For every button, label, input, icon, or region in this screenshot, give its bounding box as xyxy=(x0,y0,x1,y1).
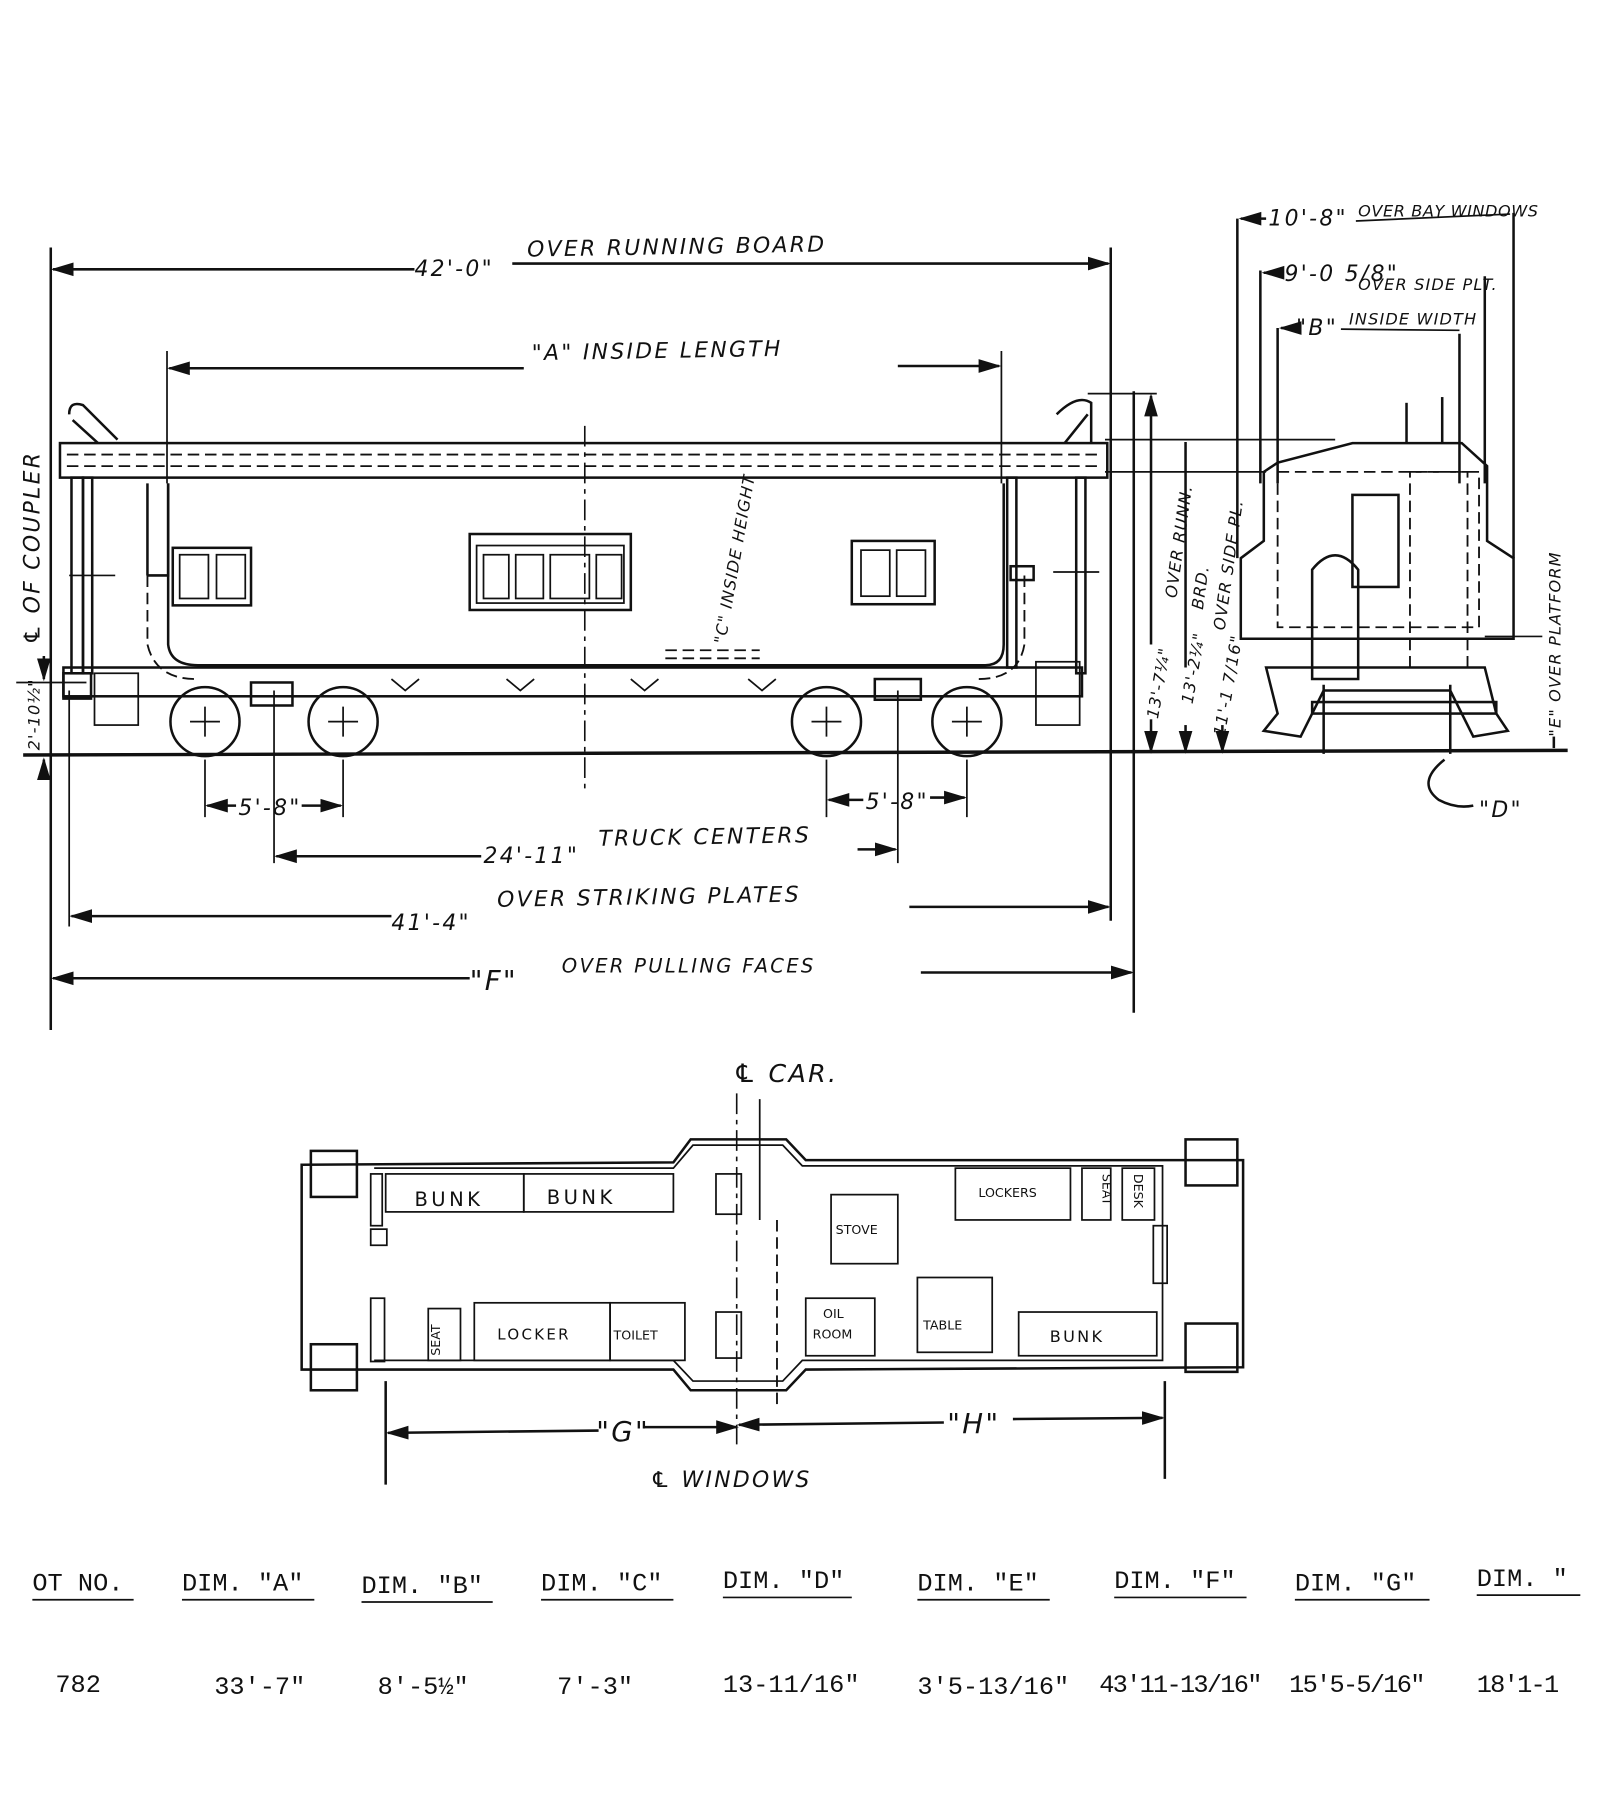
cell-dim-d: 13-11/16" xyxy=(723,1671,860,1700)
side-plate-label: OVER SIDE PLT. xyxy=(1358,275,1498,294)
room-toilet: TOILET xyxy=(613,1328,658,1343)
room-table: TABLE xyxy=(922,1317,962,1332)
side-window-left xyxy=(171,546,253,607)
height-side-plate-value: 11'-1 7/16" xyxy=(1210,633,1246,737)
striking-plates-value: 41'-4" xyxy=(391,911,471,936)
header-dim-e: DIM. "E" xyxy=(917,1570,1038,1599)
room-oil-room: ROOM xyxy=(813,1326,853,1341)
height-2-label: BRD. xyxy=(1188,564,1213,611)
cell-dim-a: 33'-7" xyxy=(214,1673,305,1702)
cell-lot-no: 782 xyxy=(55,1671,101,1700)
room-bunk-1: BUNK xyxy=(414,1188,483,1211)
platform-label: "E" OVER PLATFORM xyxy=(1546,551,1565,736)
dim-d-label: "D" xyxy=(1479,798,1523,823)
dim-truck-centers: 24'-11" TRUCK CENTERS xyxy=(274,823,898,869)
header-dim-g: DIM. "G" xyxy=(1295,1570,1416,1599)
bay-window xyxy=(468,532,633,612)
cell-dim-g: 15'5-5/16" xyxy=(1289,1671,1424,1700)
striking-plates-label: OVER STRIKING PLATES xyxy=(497,883,801,913)
dim-pulling-faces: "F" OVER PULLING FACES xyxy=(50,955,1134,997)
windows-centerline-label: ℄ WINDOWS xyxy=(650,1468,811,1493)
inside-width-label: INSIDE WIDTH xyxy=(1349,310,1477,329)
room-desk: DESK xyxy=(1131,1174,1146,1209)
caboose-body xyxy=(58,398,1109,726)
wheelbase-left-value: 5'-8" xyxy=(238,796,301,821)
cell-dim-e: 3'5-13/16" xyxy=(917,1673,1069,1702)
dim-a-label: "A" INSIDE LENGTH xyxy=(532,337,783,366)
dim-running-board-label: OVER RUNNING BOARD xyxy=(527,232,827,262)
dim-running-board-value: 42'-0" xyxy=(414,257,494,282)
header-dim-h: DIM. " xyxy=(1477,1565,1568,1594)
truck-left xyxy=(169,685,379,758)
room-bunk-3: BUNK xyxy=(1050,1327,1105,1346)
truck-centers-label: TRUCK CENTERS xyxy=(598,823,811,852)
pulling-faces-value: "F" xyxy=(470,964,518,997)
height-running-board-value: 13'-7¼" xyxy=(1143,646,1174,720)
height-dims: 13'-7¼" OVER RUNN. 13'-2¼" BRD. 11'-1 7/… xyxy=(1087,392,1336,754)
dim-c-label: "C" INSIDE HEIGHT xyxy=(710,473,759,645)
dim-wheelbase-right: 5'-8" xyxy=(826,790,967,815)
truck-centers-value: 24'-11" xyxy=(484,844,580,869)
dim-g-label: "G" xyxy=(596,1415,650,1448)
room-seat-bottom: SEAT xyxy=(428,1324,443,1356)
room-seat-top: SEAT xyxy=(1100,1174,1115,1206)
table-row: 782 33'-7" 8'-5½" 7'-3" 13-11/16" 3'5-13… xyxy=(55,1671,1559,1702)
room-bunk-2: BUNK xyxy=(547,1186,616,1209)
coupler-centerline-label: ℄ OF COUPLER xyxy=(20,451,45,645)
end-elevation: 10'-8" OVER BAY WINDOWS 9'-0 5/8" OVER S… xyxy=(1236,201,1565,823)
cell-dim-f: 43'11-13/16" xyxy=(1099,1671,1260,1700)
header-lot-no: OT NO. xyxy=(32,1570,123,1599)
room-locker-bottom: LOCKER xyxy=(497,1326,570,1344)
floor-plan: ℄ CAR. BUNK BUNK STOVE LOCKERS SEAT DESK… xyxy=(300,1059,1245,1493)
header-dim-b: DIM. "B" xyxy=(362,1572,483,1601)
side-plate-dim: 9'-0 5/8" xyxy=(1285,262,1400,287)
rail-line xyxy=(23,748,1568,757)
side-elevation: 42'-0" OVER RUNNING BOARD "A" INSIDE LEN… xyxy=(16,232,1568,1031)
dim-wheelbase-left: 5'-8" xyxy=(205,796,344,821)
bay-windows-dim: 10'-8" xyxy=(1268,207,1348,232)
dimension-table: OT NO. DIM. "A" DIM. "B" DIM. "C" DIM. "… xyxy=(32,1565,1581,1702)
pulling-faces-label: OVER PULLING FACES xyxy=(562,955,816,978)
header-dim-f: DIM. "F" xyxy=(1114,1567,1235,1596)
header-dim-a: DIM. "A" xyxy=(182,1570,303,1599)
cell-dim-b: 8'-5½" xyxy=(378,1673,469,1702)
side-window-right xyxy=(850,539,936,606)
room-stove: STOVE xyxy=(836,1222,878,1237)
header-dim-d: DIM. "D" xyxy=(723,1567,844,1596)
dim-h-label: "H" xyxy=(947,1407,1000,1440)
car-centerline-label: ℄ CAR. xyxy=(733,1059,838,1088)
dim-a-inside-length: "A" INSIDE LENGTH xyxy=(167,337,1002,376)
cell-dim-h: 18'1-1 xyxy=(1477,1671,1558,1700)
dim-striking-plates: 41'-4" OVER STRIKING PLATES xyxy=(69,883,1111,936)
room-oil: OIL xyxy=(823,1306,844,1321)
cell-dim-c: 7'-3" xyxy=(557,1673,633,1702)
header-dim-c: DIM. "C" xyxy=(541,1570,662,1599)
table-header-row: OT NO. DIM. "A" DIM. "B" DIM. "C" DIM. "… xyxy=(32,1565,1581,1603)
dim-running-board: 42'-0" OVER RUNNING BOARD xyxy=(50,232,1111,282)
coupler-height-value: 2'-10½" xyxy=(24,678,43,750)
room-lockers-top: LOCKERS xyxy=(978,1185,1036,1200)
inside-width-dim: "B" xyxy=(1296,316,1338,341)
truck-right xyxy=(790,685,1003,758)
height-2-value: 13'-2¼" xyxy=(1178,631,1209,705)
wheelbase-right-value: 5'-8" xyxy=(866,790,929,815)
